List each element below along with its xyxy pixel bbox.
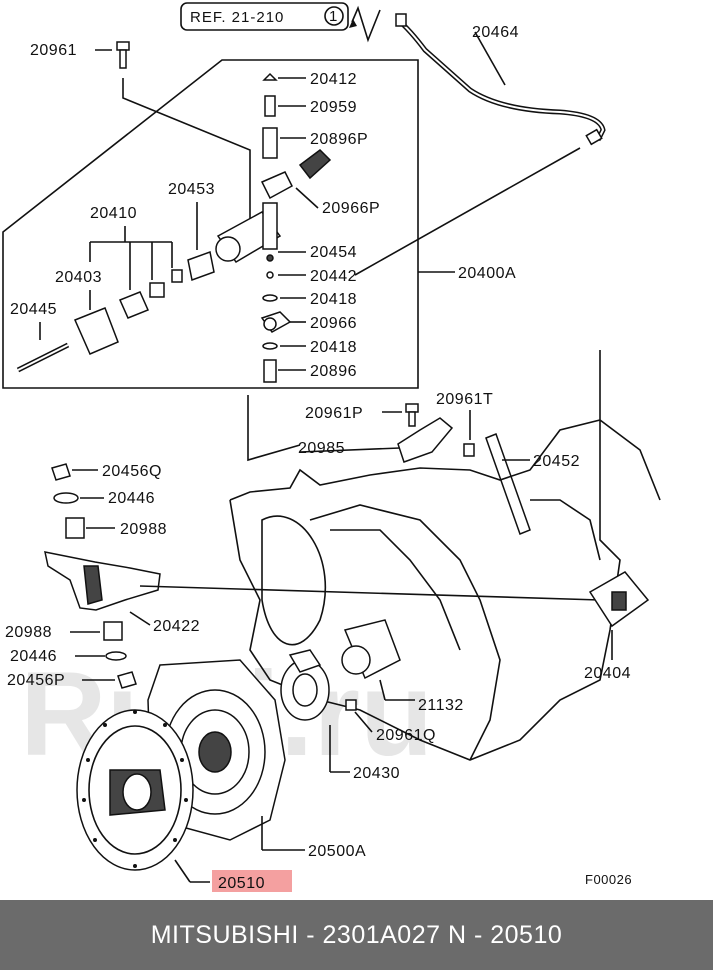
label-20404: 20404 [584,665,631,682]
bracket [397,417,454,463]
label-20961: 20961 [30,42,77,59]
label-20418-a: 20418 [310,291,357,308]
label-20966: 20966 [310,315,357,332]
label-20454: 20454 [310,244,357,261]
reference-box: REF. 21-210 1 [180,2,349,31]
label-20403: 20403 [55,269,102,286]
label-20422: 20422 [153,618,200,635]
label-20400A: 20400A [458,265,516,282]
label-20442: 20442 [310,268,357,285]
label-20430: 20430 [353,765,400,782]
release-fork [44,551,161,611]
label-20961Q: 20961Q [376,727,436,744]
label-20961T: 20961T [436,391,493,408]
footer-bar: MITSUBISHI - 2301A027 N - 20510 [0,900,713,970]
label-20896P: 20896P [310,131,368,148]
reference-index: 1 [329,8,338,25]
label-20988-b: 20988 [5,624,52,641]
pin [485,433,531,535]
label-20445: 20445 [10,301,57,318]
label-20500A: 20500A [308,843,366,860]
label-20510: 20510 [218,875,265,892]
label-20453: 20453 [168,181,215,198]
figure-code: F00026 [585,872,632,887]
footer-caption: MITSUBISHI - 2301A027 N - 20510 [150,920,563,949]
label-20446-b: 20446 [10,648,57,665]
label-20464: 20464 [472,24,519,41]
label-20959: 20959 [310,99,357,116]
assembly-frame [2,59,419,389]
boot [74,307,119,355]
label-20446-a: 20446 [108,490,155,507]
label-20410: 20410 [90,205,137,222]
label-20412: 20412 [310,71,357,88]
label-20988-a: 20988 [120,521,167,538]
label-20961P: 20961P [305,405,363,422]
parts-diagram: Rulli.ru REF. 21-210 1 20464 20961 20400… [2,2,661,892]
label-20456P: 20456P [7,672,65,689]
reference-label: REF. 21-210 [190,9,284,26]
transmission-housing [229,350,661,761]
arrowhead-icon [349,19,357,28]
label-20985: 20985 [298,440,345,457]
label-20966P: 20966P [322,200,380,217]
label-20418-b: 20418 [310,339,357,356]
clutch-disc [76,709,194,871]
label-20896: 20896 [310,363,357,380]
label-21132: 21132 [418,697,464,714]
reference-arrow-icon [351,5,381,43]
highlight-20510 [212,870,292,892]
label-20456Q: 20456Q [102,463,162,480]
label-20452: 20452 [533,453,580,470]
